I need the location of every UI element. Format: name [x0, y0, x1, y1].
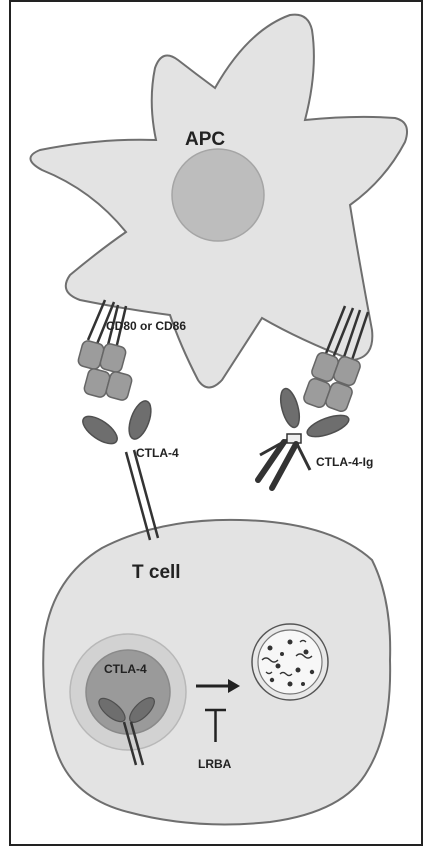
- cd80-cd86-ligand-right: [303, 351, 361, 413]
- cd80-cd86-ligand-left: [77, 340, 133, 401]
- ctla4-receptor-label: CTLA-4: [136, 446, 179, 460]
- t-cell-label: T cell: [132, 562, 181, 583]
- apc-nucleus: [171, 148, 265, 242]
- ctla4-intracellular-molecule: [98, 697, 155, 766]
- ctla4-ig-molecule: [255, 387, 350, 491]
- ctla4-intracellular-label: CTLA-4: [104, 662, 147, 676]
- cd80-cd86-stalk-right: [323, 305, 370, 364]
- lrba-label: LRBA: [198, 757, 232, 771]
- trafficking-arrow: [196, 679, 240, 693]
- ctla4-receptor-arms: [82, 400, 152, 445]
- apc-label: APC: [185, 129, 225, 150]
- lrba-inhibition-symbol: [205, 708, 226, 742]
- cd80-cd86-stalk: [86, 299, 128, 350]
- cd80-cd86-label: CD80 or CD86: [106, 319, 186, 333]
- ctla4-ig-label: CTLA-4-Ig: [316, 455, 373, 469]
- lysosome-contents: [261, 639, 315, 687]
- ctla4-stalk: [124, 449, 160, 541]
- lysosome-inner: [257, 629, 323, 695]
